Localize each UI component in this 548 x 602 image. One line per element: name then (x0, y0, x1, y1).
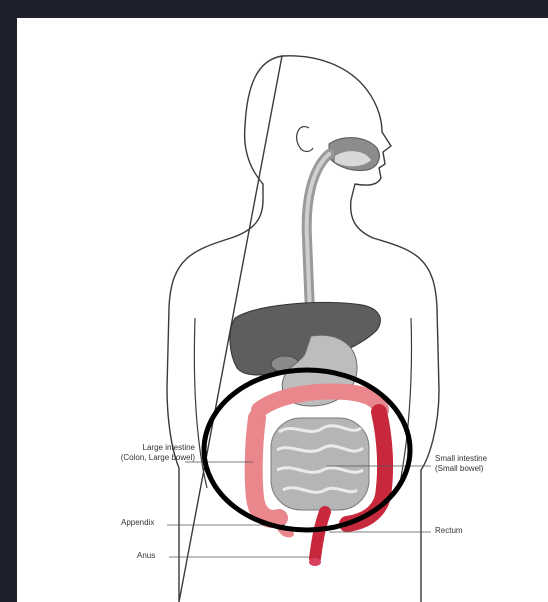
ear (297, 127, 313, 152)
label-anus: Anus (137, 551, 155, 561)
anus (309, 558, 321, 566)
diagram-canvas: Large intestine (Colon, Large bowel) Sma… (17, 18, 548, 602)
label-small-intestine: Small intestine (Small bowel) (435, 454, 487, 474)
label-small-intestine-line2: (Small bowel) (435, 464, 487, 474)
label-rectum: Rectum (435, 526, 463, 536)
label-small-intestine-line1: Small intestine (435, 454, 487, 464)
label-appendix: Appendix (121, 518, 154, 528)
label-large-intestine-line1: Large intestine (49, 443, 195, 453)
digestive-system-illustration (17, 18, 548, 602)
label-large-intestine: Large intestine (Colon, Large bowel) (49, 443, 195, 463)
small-intestine (271, 418, 369, 510)
label-large-intestine-line2: (Colon, Large bowel) (49, 453, 195, 463)
rectum (315, 512, 325, 558)
